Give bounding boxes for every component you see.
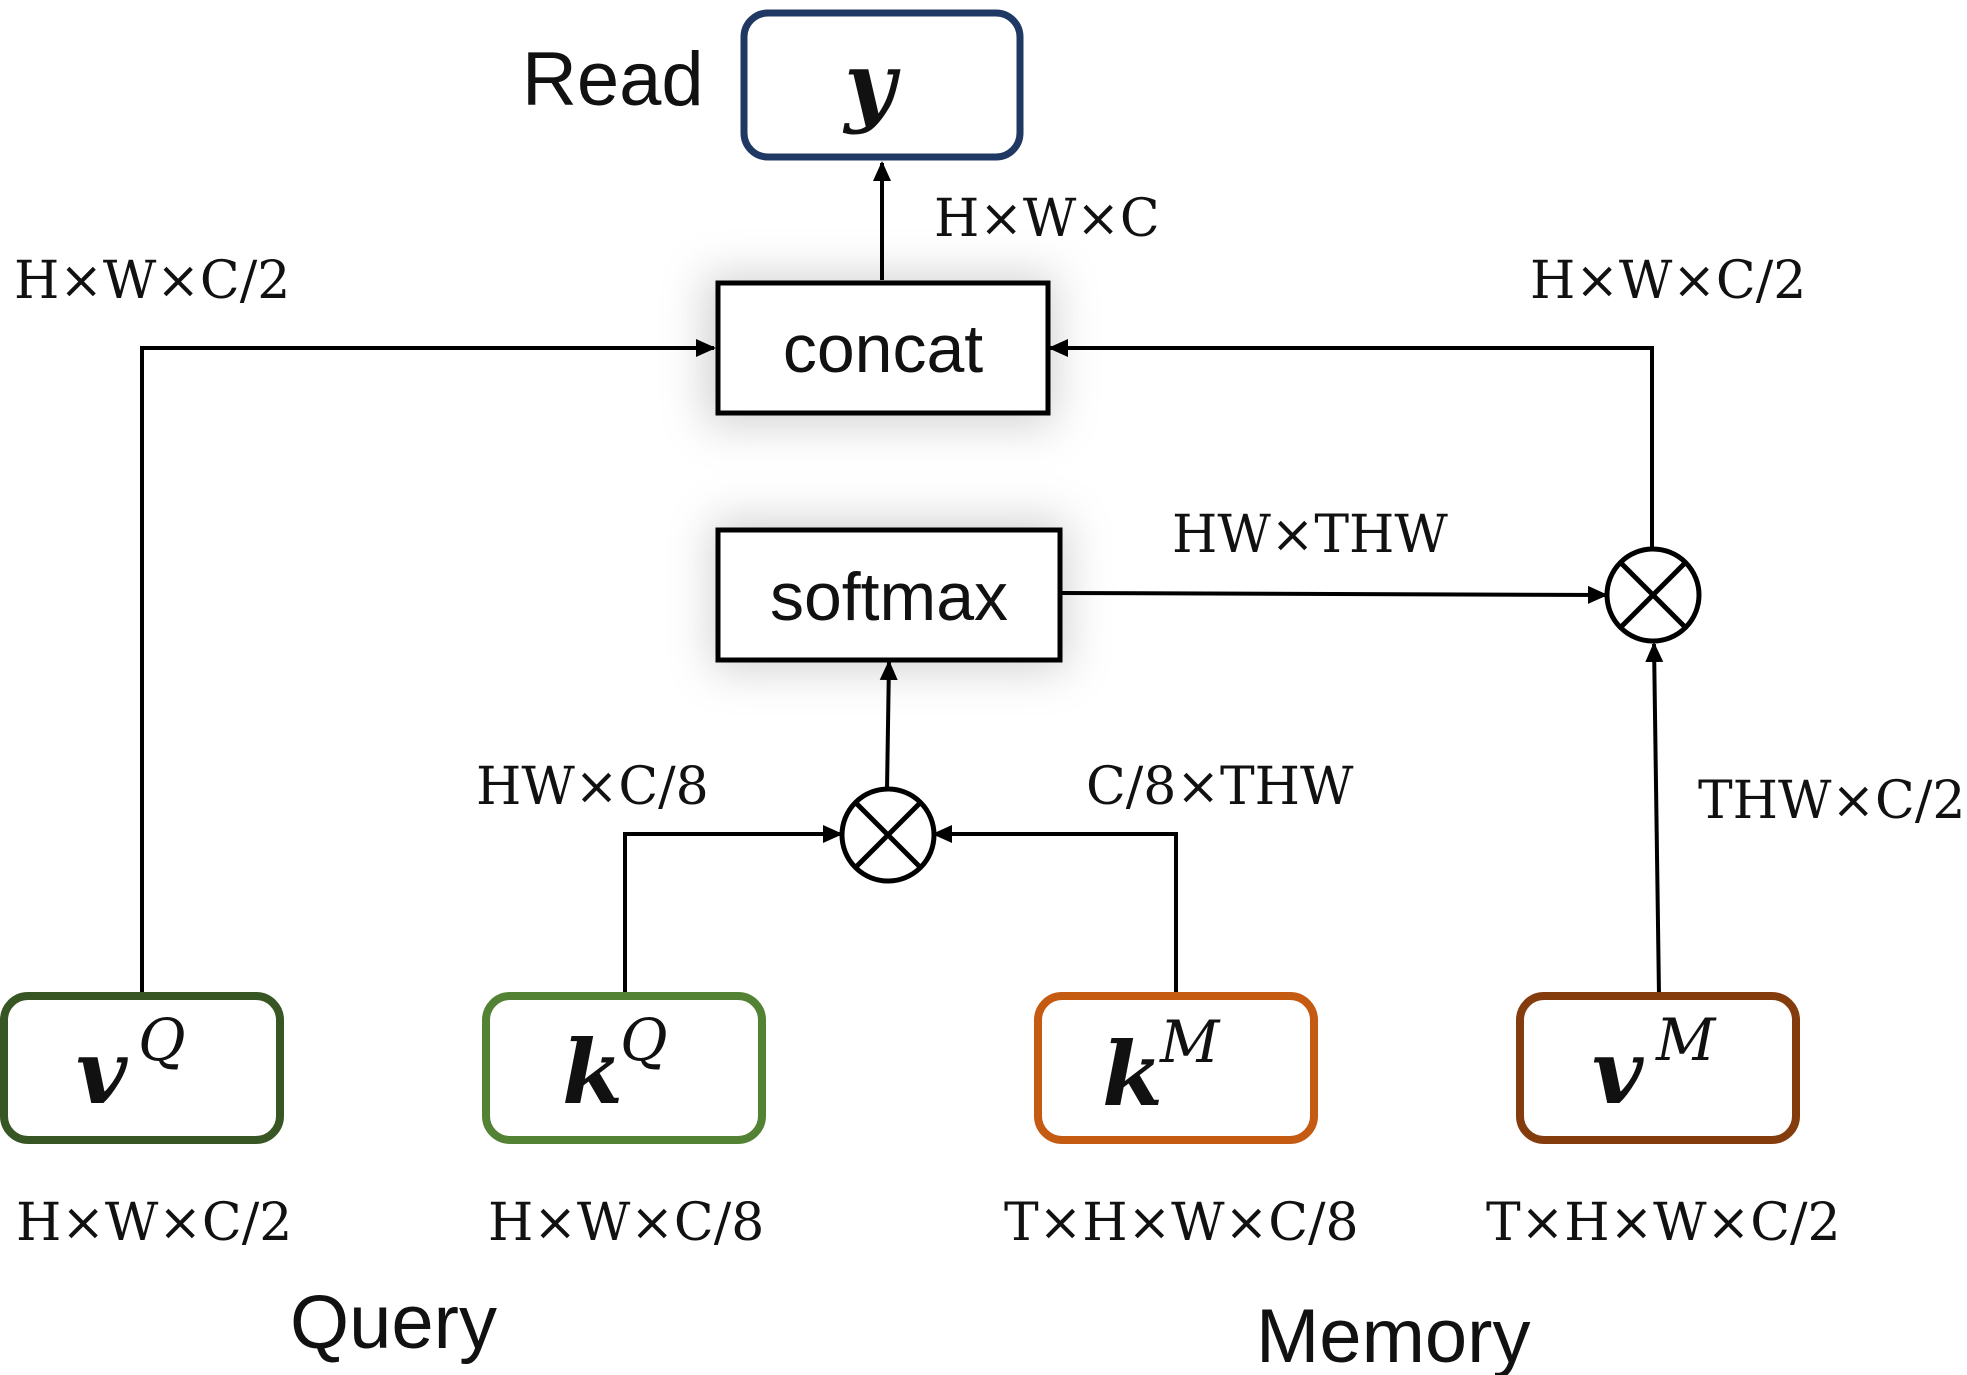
concat-label: concat [783,311,983,387]
softmax-box: softmax [715,527,1063,663]
dim-kQ-to-mult: HW×C/8 [476,757,709,817]
arrow-vQ-to-concat [140,339,716,995]
arrow-mult-to-concat [1048,339,1654,548]
kM-superscript: M [1159,1008,1221,1076]
arrow-kQ-to-mult [623,825,843,995]
vM-box: v M [1516,992,1800,1144]
kQ-box: k Q [482,992,766,1144]
vQ-superscript: Q [138,1006,186,1074]
arrow-kM-to-mult [932,825,1178,995]
read-label: Read [522,37,704,122]
dim-softmax-to-mult: HW×THW [1172,505,1448,565]
softmax-label: softmax [770,559,1008,635]
kQ-superscript: Q [620,1006,668,1074]
kM-shape: T×H×W×C/8 [1004,1193,1359,1253]
memory-group-label: Memory [1256,1294,1530,1375]
connector-lines [140,161,1664,996]
kM-box: k M [1034,992,1318,1144]
vQ-shape: H×W×C/2 [16,1193,292,1253]
vM-shape: T×H×W×C/2 [1486,1193,1841,1253]
multiply-operator-top [1604,546,1702,644]
dim-vQ-to-concat: H×W×C/2 [14,251,290,311]
kQ-shape: H×W×C/8 [488,1193,764,1253]
shape-labels: H×W×C/2 H×W×C/8 T×H×W×C/8 T×H×W×C/2 [16,1193,1841,1253]
kM-symbol: k [1102,1022,1163,1126]
arrow-softmax-to-mult [1061,585,1608,604]
concat-box: concat [715,280,1051,416]
dim-vM-to-mult: THW×C/2 [1698,771,1965,831]
kQ-symbol: k [562,1020,623,1124]
multiply-operator-bottom [839,786,937,884]
query-group-label: Query [290,1280,497,1365]
vQ-box: v Q [0,992,284,1144]
y-symbol: y [842,32,901,136]
vM-superscript: M [1655,1006,1717,1074]
arrow-mult-to-softmax [879,660,898,791]
arrow-vM-to-mult [1645,642,1664,996]
dim-mult-to-concat: H×W×C/2 [1530,251,1806,311]
vQ-symbol: v [76,1020,128,1124]
dim-concat-to-y: H×W×C [934,189,1160,249]
dim-kM-to-mult: C/8×THW [1086,757,1354,817]
vM-symbol: v [1592,1020,1644,1124]
output-y-box: y [740,9,1024,161]
edge-dimension-labels: H×W×C H×W×C/2 H×W×C/2 HW×THW HW×C/8 C/8×… [14,189,1965,831]
